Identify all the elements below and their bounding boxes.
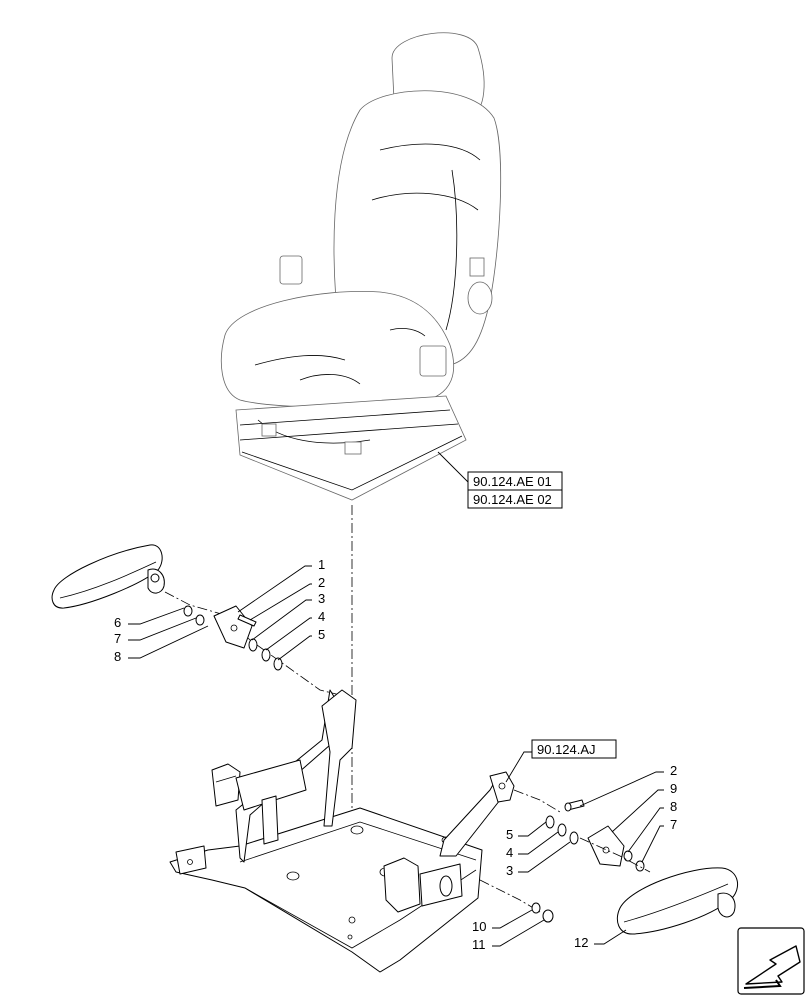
arrow-down-left-icon[interactable] xyxy=(737,927,805,995)
callout-4-left[interactable]: 4 xyxy=(318,609,325,624)
callout-5-left[interactable]: 5 xyxy=(318,627,325,642)
ref-seat-1[interactable]: 90.124.AE 01 xyxy=(473,474,552,489)
right-callouts: 90.124.AJ 2 9 8 7 5 4 3 10 11 12 xyxy=(472,739,677,952)
callout-12-right[interactable]: 12 xyxy=(574,935,588,950)
callout-2-right[interactable]: 2 xyxy=(670,763,677,778)
callout-9-right[interactable]: 9 xyxy=(670,781,677,796)
callout-3-right[interactable]: 3 xyxy=(506,863,513,878)
callout-10-right[interactable]: 10 xyxy=(472,919,486,934)
right-armrest-group xyxy=(479,799,738,935)
callout-2-left[interactable]: 2 xyxy=(318,575,325,590)
callout-3-left[interactable]: 3 xyxy=(318,591,325,606)
callout-7-right[interactable]: 7 xyxy=(670,817,677,832)
callout-8-right[interactable]: 8 xyxy=(670,799,677,814)
ref-bracket[interactable]: 90.124.AJ xyxy=(537,742,596,757)
left-armrest-group xyxy=(51,544,341,696)
seat-reference-boxes: 90.124.AE 01 90.124.AE 02 xyxy=(437,451,563,509)
callout-8-left[interactable]: 8 xyxy=(114,649,121,664)
callout-7-left[interactable]: 7 xyxy=(114,631,121,646)
callout-6-left[interactable]: 6 xyxy=(114,615,121,630)
callout-5-right[interactable]: 5 xyxy=(506,827,513,842)
seat-cushion xyxy=(220,291,455,408)
mounting-base-plate xyxy=(169,689,561,973)
left-pivot-bracket xyxy=(213,605,253,649)
callout-11-right[interactable]: 11 xyxy=(472,937,486,952)
right-pivot-bracket xyxy=(587,825,625,867)
ref-seat-2[interactable]: 90.124.AE 02 xyxy=(473,492,552,507)
seat-assembly xyxy=(220,32,502,501)
callout-4-right[interactable]: 4 xyxy=(506,845,513,860)
left-armrest xyxy=(51,544,163,609)
ref-box-bracket[interactable] xyxy=(531,739,617,759)
ref-box-2[interactable] xyxy=(467,489,563,509)
left-callouts: 1 2 3 4 5 6 7 8 xyxy=(114,557,325,664)
callout-1-left[interactable]: 1 xyxy=(318,557,325,572)
